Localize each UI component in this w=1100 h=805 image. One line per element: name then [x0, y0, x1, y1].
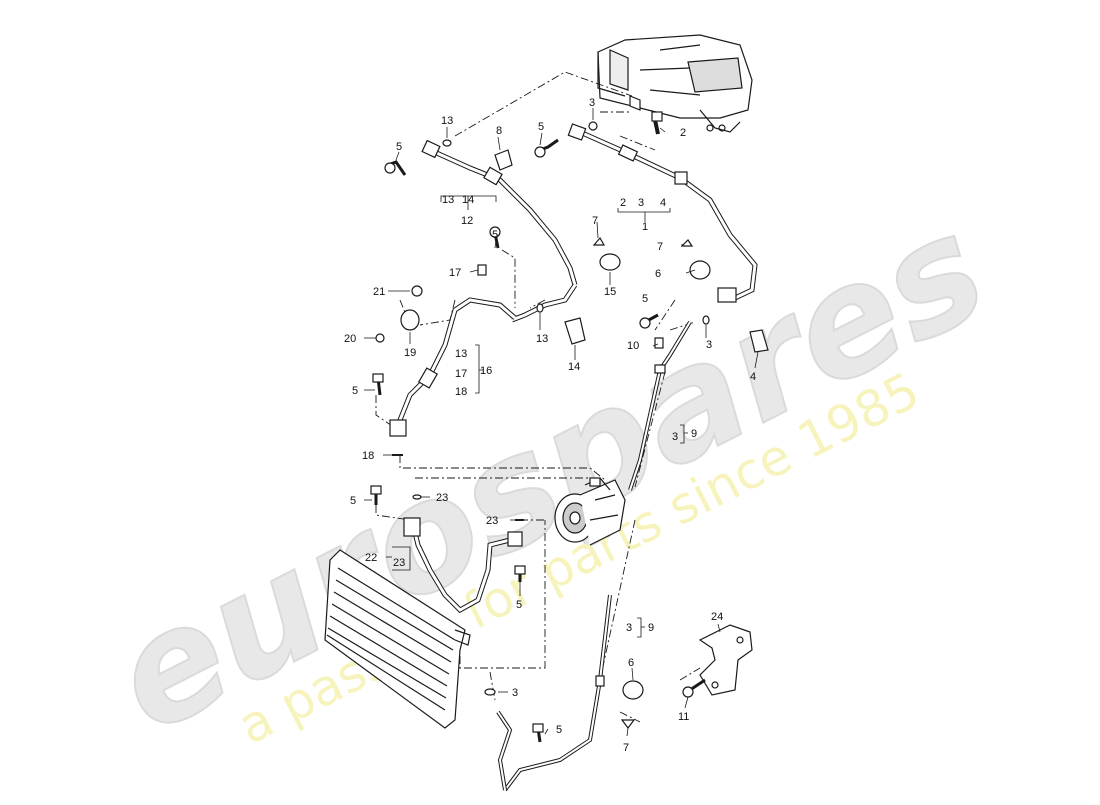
callout-23: 23 — [486, 515, 498, 527]
callout-2: 2 — [620, 197, 626, 209]
callout-21: 21 — [373, 286, 385, 298]
callout-22: 22 — [365, 552, 377, 564]
callout-5: 5 — [556, 724, 562, 736]
bracket-24 — [698, 624, 753, 696]
callout-4: 4 — [660, 197, 666, 209]
condenser — [324, 549, 471, 729]
callout-5: 5 — [642, 293, 648, 305]
callout-17: 17 — [449, 267, 461, 279]
callout-8: 8 — [496, 125, 502, 137]
callout-1: 1 — [642, 221, 648, 233]
callout-19: 19 — [404, 347, 416, 359]
callout-labels: 13 5 8 3 5 2 13 14 12 2 3 4 1 7 7 6 5 17… — [344, 97, 756, 754]
callout-18: 18 — [362, 450, 374, 462]
callout-9: 9 — [691, 428, 697, 440]
callout-7: 7 — [657, 241, 663, 253]
hose-assembly-22 — [403, 517, 523, 614]
callout-4: 4 — [750, 371, 756, 383]
callout-7: 7 — [592, 215, 598, 227]
pipe-assembly-9 — [496, 320, 692, 792]
hose-assembly-1 — [567, 123, 758, 303]
callout-24: 24 — [711, 611, 723, 623]
callout-14: 14 — [462, 194, 474, 206]
callout-23: 23 — [393, 557, 405, 569]
callout-3: 3 — [512, 687, 518, 699]
callout-23: 23 — [436, 492, 448, 504]
hose-assembly-12 — [421, 139, 578, 323]
callout-16: 16 — [480, 365, 492, 377]
callout-6: 6 — [628, 657, 634, 669]
callout-2: 2 — [680, 127, 686, 139]
callout-3: 3 — [706, 339, 712, 351]
callout-5: 5 — [352, 385, 358, 397]
callout-3: 3 — [626, 622, 632, 634]
callout-18: 18 — [455, 386, 467, 398]
hose-assembly-16 — [389, 297, 517, 437]
callout-6: 6 — [655, 268, 661, 280]
callout-13: 13 — [536, 333, 548, 345]
callout-10: 10 — [627, 340, 639, 352]
callout-14: 14 — [568, 361, 580, 373]
callout-15: 15 — [604, 286, 616, 298]
small-parts — [370, 111, 769, 743]
watermark-brand: eurospares — [87, 181, 1011, 767]
ac-compressor — [554, 477, 626, 546]
callout-12: 12 — [461, 215, 473, 227]
leader-lines — [364, 108, 759, 737]
callout-3: 3 — [638, 197, 644, 209]
callout-13: 13 — [455, 348, 467, 360]
callout-3: 3 — [672, 431, 678, 443]
callout-13: 13 — [441, 115, 453, 127]
callout-5: 5 — [396, 141, 402, 153]
watermark: eurospares a passion for parts since 198… — [86, 180, 1012, 768]
callout-5: 5 — [350, 495, 356, 507]
callout-5: 5 — [492, 229, 498, 241]
callout-5: 5 — [516, 599, 522, 611]
hvac-evaporator-unit — [597, 34, 753, 133]
callout-17: 17 — [455, 368, 467, 380]
callout-7: 7 — [623, 742, 629, 754]
callout-5: 5 — [538, 121, 544, 133]
callout-3: 3 — [589, 97, 595, 109]
callout-20: 20 — [344, 333, 356, 345]
callout-11: 11 — [678, 711, 689, 723]
callout-9: 9 — [648, 622, 654, 634]
callout-13: 13 — [442, 194, 454, 206]
